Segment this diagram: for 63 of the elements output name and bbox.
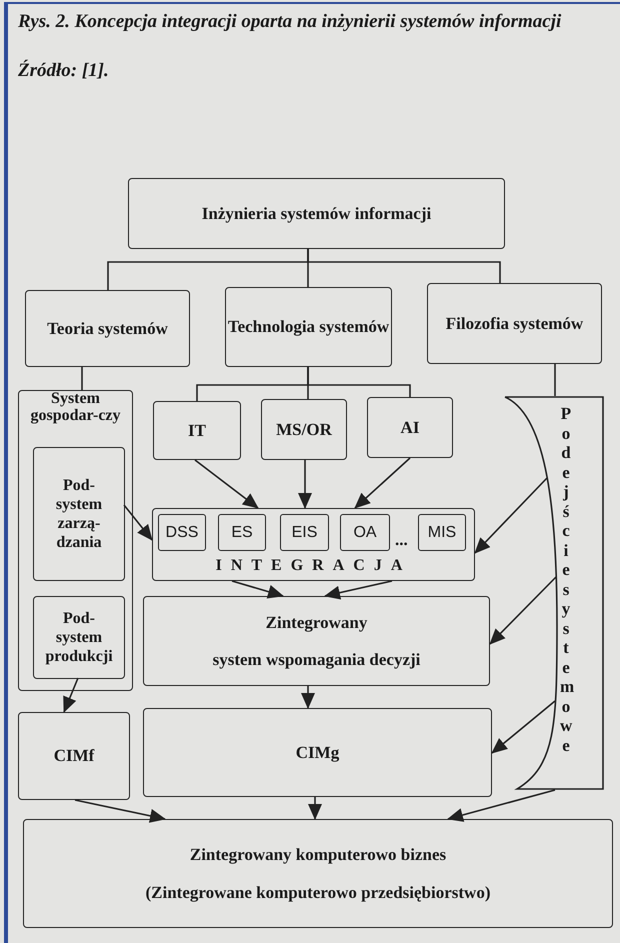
process-box xyxy=(33,447,125,581)
node-label: MS/OR xyxy=(276,418,332,440)
node-label: system wspomagania decyzji xyxy=(212,649,420,670)
connector-line xyxy=(554,364,556,396)
node-label: DSS xyxy=(166,522,198,542)
process-box xyxy=(225,287,392,367)
arrow xyxy=(301,686,315,709)
node-label: EIS xyxy=(292,522,318,542)
node-label: OA xyxy=(353,522,377,542)
process-box xyxy=(418,514,466,551)
arrow xyxy=(194,459,259,509)
process-box xyxy=(280,514,329,551)
process-box xyxy=(427,283,602,364)
arrow xyxy=(447,789,556,822)
process-box xyxy=(340,514,390,551)
curved-band xyxy=(503,396,604,790)
process-box xyxy=(25,290,190,367)
node-label: ES xyxy=(231,522,253,542)
process-box xyxy=(23,819,613,928)
vertical-label: Podejście systemowe xyxy=(560,404,572,755)
node-label: Zintegrowany komputerowo biznes xyxy=(190,844,446,866)
arrow xyxy=(63,678,79,713)
integration-panel xyxy=(152,508,475,581)
node-label: Pod-system zarzą-dzania xyxy=(54,476,104,552)
node-label: MIS xyxy=(428,522,456,542)
process-box xyxy=(218,514,266,551)
process-box xyxy=(18,712,130,800)
node-label: CIMg xyxy=(296,742,340,764)
node-label: Technologia systemów xyxy=(228,316,390,338)
node-label: CIMf xyxy=(54,745,94,767)
process-box xyxy=(261,399,347,460)
arrow xyxy=(491,700,556,754)
node-label: System gospodar-czy xyxy=(29,391,122,425)
arrow xyxy=(489,576,557,645)
node-label: Zintegrowany xyxy=(266,612,368,633)
process-box xyxy=(158,514,206,551)
arrow xyxy=(354,457,411,509)
ellipsis-label: ... xyxy=(395,530,408,550)
node-label: Filozofia systemów xyxy=(446,312,584,334)
node-label: (Zintegrowane komputerowo przedsiębiorstwo) xyxy=(145,882,490,903)
process-box xyxy=(153,401,241,460)
node-label: Teoria systemów xyxy=(47,318,168,340)
process-box xyxy=(143,596,490,686)
connector-line xyxy=(307,367,411,397)
process-box xyxy=(128,178,505,249)
node-label: Pod-system produkcji xyxy=(45,608,113,666)
group-box xyxy=(18,390,133,691)
node-label: AI xyxy=(400,416,420,438)
process-box xyxy=(143,708,492,797)
arrow xyxy=(123,504,153,541)
arrow xyxy=(308,797,322,820)
node-label: IT xyxy=(188,420,206,442)
arrow xyxy=(298,460,312,509)
source-note: Źródło: [1]. xyxy=(18,59,109,83)
connector-line xyxy=(81,367,83,390)
figure-title: Rys. 2. Koncepcja integracji oparta na inżynierii systemów informacji xyxy=(18,10,562,34)
arrow xyxy=(474,477,548,554)
process-box xyxy=(367,397,453,458)
process-box xyxy=(33,596,125,679)
arrow xyxy=(74,799,166,823)
node-label: Inżynieria systemów informacji xyxy=(202,202,432,224)
node-label: INTEGRACJA xyxy=(216,556,412,576)
connector-line xyxy=(307,249,501,283)
